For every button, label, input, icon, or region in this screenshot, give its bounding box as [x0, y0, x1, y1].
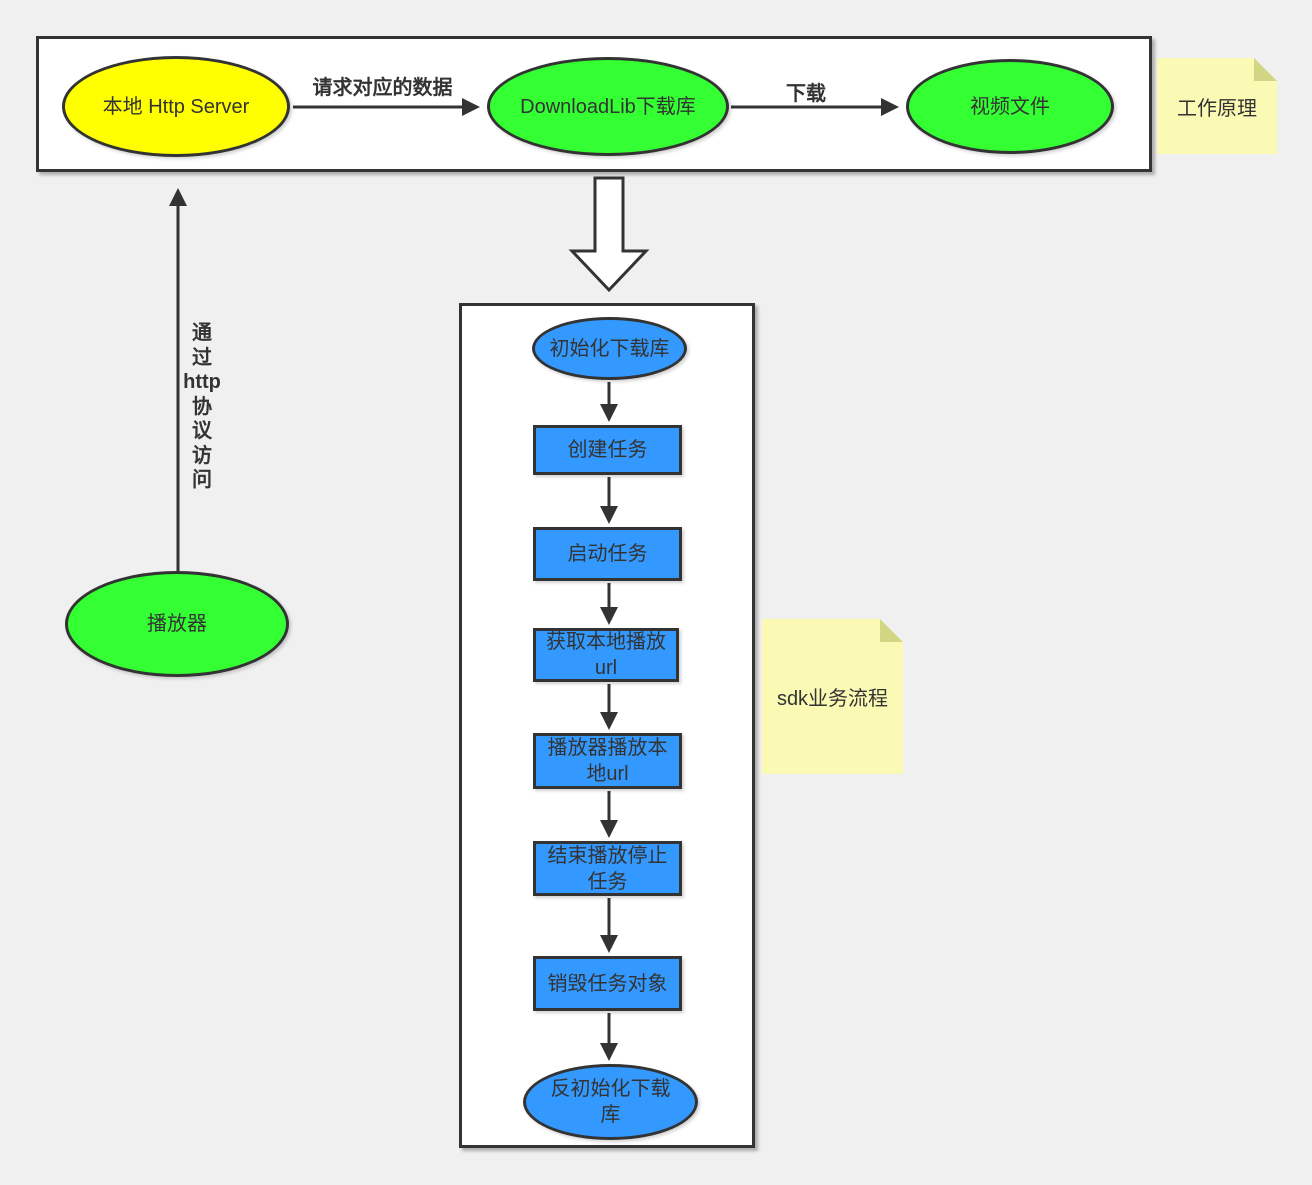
note-fold-corner-icon [1254, 58, 1277, 81]
note-text: 工作原理 [1177, 97, 1257, 120]
node-downloadlib: DownloadLib下载库 [487, 57, 729, 156]
flow-step-get-local-url: 获取本地播放 url [533, 628, 679, 682]
node-player: 播放器 [65, 571, 289, 677]
flow-step-deinit: 反初始化下载 库 [523, 1064, 698, 1140]
node-video-file: 视频文件 [906, 59, 1114, 154]
node-http-server: 本地 Http Server [62, 56, 290, 157]
edge-label-request-data: 请求对应的数据 [312, 77, 453, 99]
sticky-note-working-principle: 工作原理 [1157, 58, 1277, 154]
edge-label-via-http: 通 过 http 协 议 访 问 [183, 322, 221, 491]
flow-step-init: 初始化下载库 [532, 317, 687, 380]
flow-step-play-local-url: 播放器播放本 地url [533, 733, 682, 789]
sticky-note-sdk-flow: sdk业务流程 [762, 619, 903, 774]
note-body [762, 619, 903, 774]
big-down-arrow-icon [568, 176, 650, 293]
flow-step-create-task: 创建任务 [533, 425, 682, 475]
flow-step-destroy-task: 销毁任务对象 [533, 956, 682, 1011]
edge-label-download: 下载 [786, 83, 826, 105]
flow-step-stop-task: 结束播放停止 任务 [533, 841, 682, 896]
note-text: sdk业务流程 [776, 688, 889, 710]
note-fold-corner-icon [880, 619, 903, 642]
flow-step-start-task: 启动任务 [533, 527, 682, 581]
